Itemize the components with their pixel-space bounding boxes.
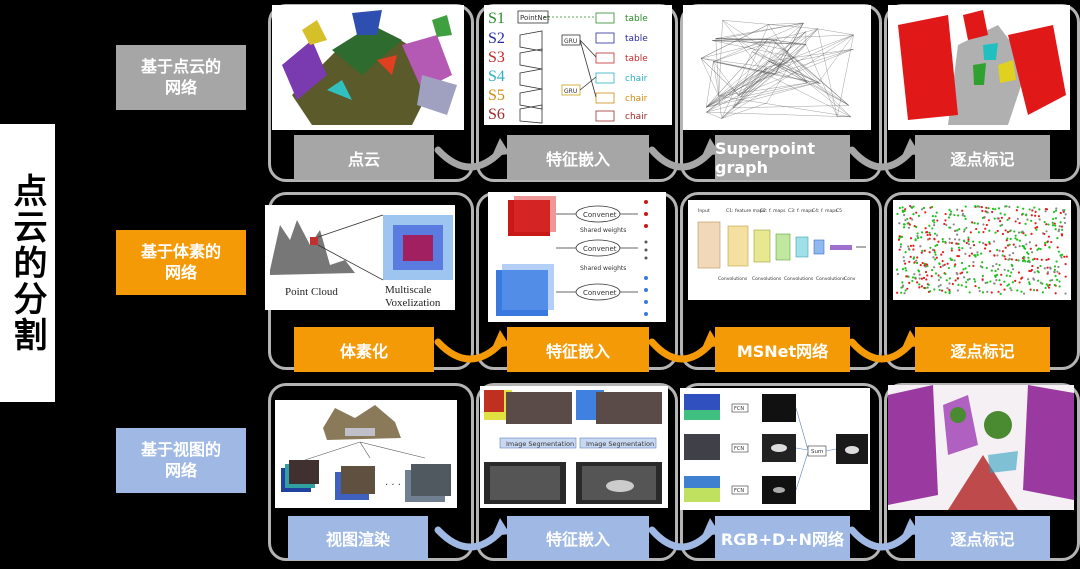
svg-text:C3: f. maps: C3: f. maps — [788, 208, 814, 214]
svg-text:C4: f. maps: C4: f. maps — [812, 208, 838, 214]
step-msnet: MSNet网络 — [715, 327, 850, 372]
category-point-based: 基于点云的 网络 — [116, 45, 246, 110]
svg-text:Voxelization: Voxelization — [385, 297, 441, 309]
svg-text:S5: S5 — [488, 87, 505, 104]
svg-text:Conv: Conv — [844, 276, 856, 282]
svg-text:Convenet: Convenet — [583, 289, 617, 297]
svg-text:Convolutions: Convolutions — [752, 276, 782, 282]
svg-text:chair: chair — [625, 94, 648, 104]
step-pointwise-labeling-r1: 逐点标记 — [915, 135, 1050, 180]
svg-text:chair: chair — [625, 112, 648, 122]
svg-text:Convenet: Convenet — [583, 211, 617, 219]
s1-label: S1 — [488, 10, 505, 27]
svg-text:GRU: GRU — [564, 38, 577, 45]
image-point-cloud-scene — [272, 5, 464, 130]
step-superpoint-graph: Superpoint graph — [715, 135, 850, 180]
svg-text:S3: S3 — [488, 49, 505, 66]
image-feature-embedding-2: Convenet Shared weights Convenet Shared … — [488, 192, 666, 322]
svg-text:Convolutions: Convolutions — [784, 276, 814, 282]
step-voxelization: 体素化 — [294, 327, 434, 372]
svg-text:Image Segmentation: Image Segmentation — [586, 440, 654, 448]
image-rgbdn-network: FCN FCN FCN Sum — [680, 388, 870, 510]
image-feature-embedding-3: Image Segmentation Image Segmentation — [480, 386, 668, 508]
svg-text:S4: S4 — [488, 68, 505, 85]
svg-text:GRU: GRU — [564, 88, 577, 95]
svg-text:Shared weights: Shared weights — [580, 265, 626, 272]
svg-text:S6: S6 — [488, 106, 505, 123]
main-title: 点云的分割 — [0, 124, 55, 402]
svg-text:table: table — [625, 54, 648, 64]
svg-text:C5: C5 — [836, 208, 842, 214]
svg-text:Sum: Sum — [811, 449, 823, 455]
step-feature-embedding-r2: 特征嵌入 — [507, 327, 649, 372]
svg-text:Input: Input — [698, 208, 710, 214]
svg-text:PointNet: PointNet — [520, 14, 550, 22]
step-rgbdn-network: RGB+D+N网络 — [715, 516, 850, 560]
svg-text:C1: feature maps: C1: feature maps — [726, 208, 766, 214]
svg-text:table: table — [625, 14, 648, 24]
step-pointwise-labeling-r2: 逐点标记 — [915, 327, 1050, 372]
svg-text:. . .: . . . — [385, 477, 401, 488]
svg-text:FCN: FCN — [734, 488, 744, 494]
svg-text:Point Cloud: Point Cloud — [285, 286, 338, 298]
step-view-rendering: 视图渲染 — [288, 516, 428, 560]
step-feature-embedding-r1: 特征嵌入 — [507, 135, 649, 180]
svg-text:C2: f. maps: C2: f. maps — [760, 208, 786, 214]
image-feature-embedding-1: S1 S2 S3 S4 S5 S6 PointNet GRU GRU table… — [484, 5, 672, 125]
svg-text:Shared weights: Shared weights — [580, 227, 626, 234]
step-feature-embedding-r3: 特征嵌入 — [507, 516, 649, 560]
category-view-based: 基于视图的 网络 — [116, 428, 246, 493]
svg-text:Convenet: Convenet — [583, 245, 617, 253]
category-voxel-based: 基于体素的 网络 — [116, 230, 246, 295]
svg-text:chair: chair — [625, 74, 648, 84]
svg-text:Convolutions: Convolutions — [718, 276, 748, 282]
step-point-cloud: 点云 — [294, 135, 434, 180]
svg-text:Image Segmentation: Image Segmentation — [506, 440, 574, 448]
svg-text:Convolutions: Convolutions — [816, 276, 846, 282]
svg-text:FCN: FCN — [734, 446, 744, 452]
image-pointwise-labels-3 — [888, 385, 1074, 510]
step-pointwise-labeling-r3: 逐点标记 — [915, 516, 1050, 560]
image-pointwise-labels-1 — [888, 5, 1070, 130]
image-pointwise-labels-2 — [893, 200, 1071, 300]
svg-text:table: table — [625, 34, 648, 44]
svg-text:FCN: FCN — [734, 406, 744, 412]
image-view-rendering: . . . — [275, 400, 457, 508]
image-voxelization: Point Cloud Multiscale Voxelization — [265, 205, 455, 310]
svg-text:Multiscale: Multiscale — [385, 284, 432, 296]
image-superpoint-graph — [683, 5, 871, 130]
svg-text:S2: S2 — [488, 30, 505, 47]
